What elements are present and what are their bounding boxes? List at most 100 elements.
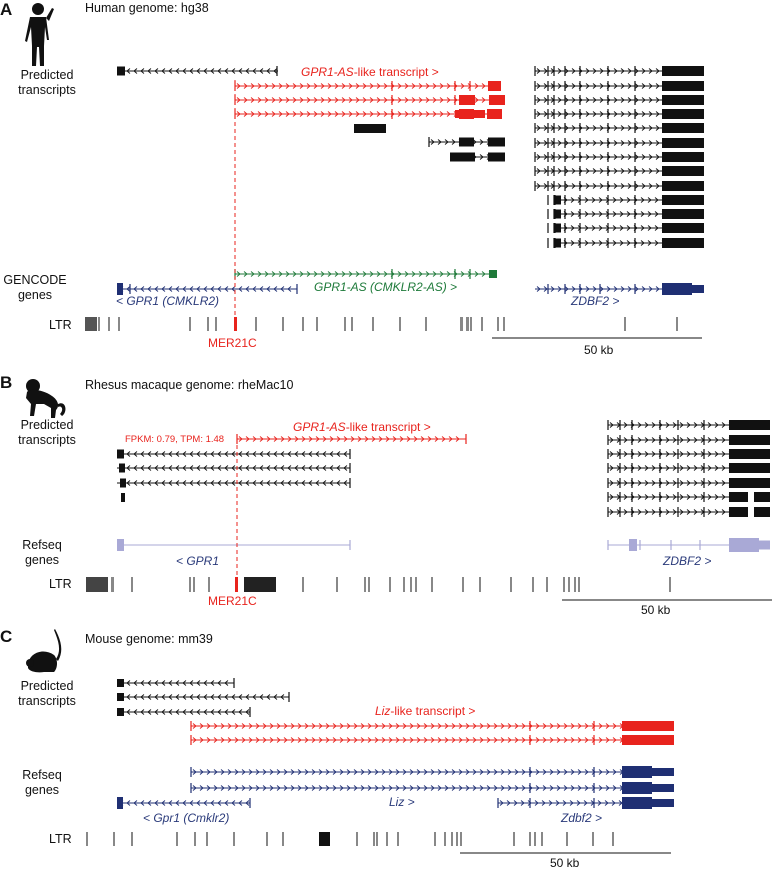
strand-arrow	[236, 271, 493, 277]
exon-block	[652, 784, 674, 792]
exon-block	[555, 223, 561, 233]
exon-block	[117, 283, 123, 295]
ltr-element	[534, 832, 536, 846]
exon-gap	[748, 507, 754, 517]
exon-block	[488, 152, 505, 162]
transcript-label-b: GPR1-AS-like transcript >	[293, 420, 431, 434]
strand-arrow	[236, 83, 493, 89]
ltr-element	[624, 317, 626, 331]
ltr-element	[470, 317, 472, 331]
ltr-element	[568, 577, 570, 592]
ltr-element	[592, 832, 594, 846]
exon-block	[117, 66, 125, 76]
ltr-element	[194, 832, 196, 846]
ltr-element	[669, 577, 671, 592]
ltr-element	[118, 317, 120, 331]
exon-block	[120, 478, 126, 488]
mer21c-label-a: MER21C	[208, 336, 257, 350]
ltr-label-c: LTR	[49, 832, 72, 846]
exon-block	[729, 538, 759, 552]
ltr-element	[282, 832, 284, 846]
strand-arrow	[238, 436, 460, 442]
ltr-element	[456, 832, 458, 846]
ltr-element	[108, 317, 110, 331]
exon-block	[487, 109, 502, 119]
ltr-element	[397, 832, 399, 846]
gene-label-gpr1-c: < Gpr1 (Cmklr2)	[143, 811, 230, 825]
exon-block	[117, 679, 124, 687]
exon-block	[729, 463, 770, 473]
ltr-element	[372, 317, 374, 331]
genome-label-c: Mouse genome: mm39	[85, 632, 213, 646]
exon-block	[622, 721, 674, 731]
ltr-element	[466, 317, 469, 331]
ltr-element	[481, 317, 483, 331]
exon-block	[729, 478, 770, 488]
exon-block	[117, 693, 124, 701]
ltr-element	[85, 317, 97, 331]
gene-label-zdbf2-a: ZDBF2 >	[571, 294, 620, 308]
exon-block	[662, 95, 704, 105]
mer21c-label-b: MER21C	[208, 594, 257, 608]
ltr-element	[410, 577, 412, 592]
ltr-element	[574, 577, 576, 592]
exon-block	[662, 166, 704, 176]
ltr-element	[189, 317, 191, 331]
ltr-element	[302, 577, 304, 592]
ltr-element	[364, 577, 366, 592]
exon-block	[555, 195, 561, 205]
ltr-element	[316, 317, 318, 331]
ltr-element	[266, 832, 268, 846]
ltr-element	[193, 577, 195, 592]
exon-block	[488, 137, 505, 147]
ltr-element	[399, 317, 401, 331]
ltr-element	[434, 832, 436, 846]
ltr-element	[566, 832, 568, 846]
ltr-element	[403, 577, 405, 592]
transcript-label-a: GPR1-AS-like transcript >	[301, 65, 439, 79]
exon-block	[119, 463, 125, 473]
exon-block	[662, 283, 692, 295]
ltr-element	[451, 832, 453, 846]
ltr-element	[351, 317, 353, 331]
ltr-element	[532, 577, 534, 592]
exon-block	[459, 137, 474, 147]
gene-label-gpr1-a: < GPR1 (CMKLR2)	[116, 294, 220, 308]
ltr-element	[389, 577, 391, 592]
ltr-element	[86, 832, 88, 846]
ltr-element	[462, 577, 464, 592]
exon-block	[662, 109, 704, 119]
exon-block	[622, 735, 674, 745]
ltr-element	[233, 832, 235, 846]
ltr-element	[460, 317, 463, 331]
ltr-element	[546, 577, 548, 592]
exon-block	[652, 768, 674, 776]
panel-letter-c: C	[0, 627, 13, 646]
exon-block	[662, 181, 704, 191]
ltr-element	[131, 832, 133, 846]
exon-block	[662, 123, 704, 133]
panel-letter-a: A	[0, 0, 13, 19]
exon-block	[459, 95, 475, 105]
exon-block	[662, 81, 704, 91]
exon-block	[652, 799, 674, 807]
ltr-element	[479, 577, 481, 592]
expression-label-b: FPKM: 0.79, TPM: 1.48	[125, 434, 225, 445]
ltr-element	[176, 832, 178, 846]
ltr-element	[131, 577, 133, 592]
gene-label-gpr1-as-a: GPR1-AS (CMKLR2-AS) >	[314, 280, 458, 294]
exon-block	[729, 420, 770, 430]
scale-label-b: 50 kb	[641, 603, 671, 617]
gene-label-liz-c: Liz >	[389, 795, 415, 809]
exon-block	[662, 138, 704, 148]
exon-block	[662, 66, 704, 76]
scale-label-c: 50 kb	[550, 856, 580, 870]
ltr-label-a: LTR	[49, 318, 72, 332]
exon-block	[662, 195, 704, 205]
